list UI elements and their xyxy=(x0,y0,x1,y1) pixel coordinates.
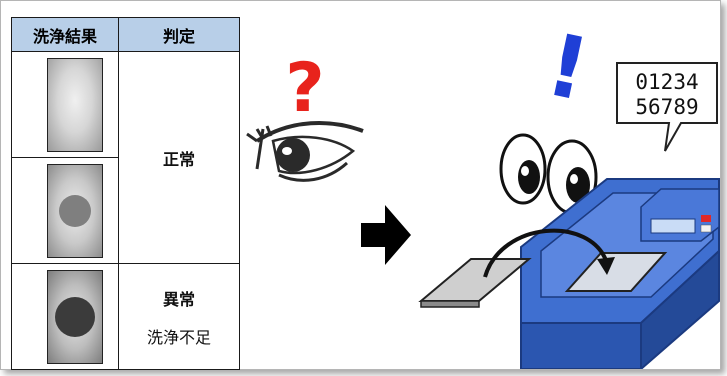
sample-large-spot xyxy=(11,263,119,370)
inspection-device xyxy=(520,178,720,369)
insertion-arrow-icon xyxy=(483,228,615,278)
sample-clean xyxy=(11,51,119,158)
judgement-normal: 正常 xyxy=(162,149,195,169)
residue-spot-small xyxy=(59,195,91,227)
judgement-abnormal-cell: 異常 洗浄不足 xyxy=(118,263,240,370)
sample-small-spot xyxy=(11,157,119,264)
question-mark-icon: ? xyxy=(285,49,324,128)
device-indicator-red xyxy=(701,215,711,222)
judgement-abnormal: 異常 xyxy=(162,289,195,309)
sample-image-small-spot xyxy=(47,164,103,258)
display-digits-line2: 56789 xyxy=(635,95,698,119)
inspection-illustration: ? ! 01234 56789 xyxy=(246,15,720,369)
judgement-abnormal-reason: 洗浄不足 xyxy=(146,327,211,347)
judgement-normal-cell: 正常 xyxy=(118,51,240,264)
human-eye-icon xyxy=(246,121,364,182)
sample-image-large-spot xyxy=(47,270,103,364)
header-cleaning-result: 洗浄結果 xyxy=(11,17,119,52)
display-digits-line1: 01234 xyxy=(635,70,698,94)
residue-spot-large xyxy=(55,297,95,337)
device-screen xyxy=(650,218,696,234)
sample-plate xyxy=(418,258,532,308)
sample-image-clean xyxy=(47,58,103,152)
display-speech-bubble: 01234 56789 xyxy=(616,62,718,152)
cartoon-eyes-icon xyxy=(499,133,598,215)
exclamation-mark-icon: ! xyxy=(538,15,597,121)
cleaning-result-table: 洗浄結果 判定 正常 異常 xyxy=(11,17,240,370)
arrow-right-icon xyxy=(361,205,411,265)
diagram-frame: 洗浄結果 判定 正常 異常 xyxy=(0,0,721,370)
device-sample-tray xyxy=(564,252,668,292)
device-indicator-white xyxy=(700,224,712,233)
